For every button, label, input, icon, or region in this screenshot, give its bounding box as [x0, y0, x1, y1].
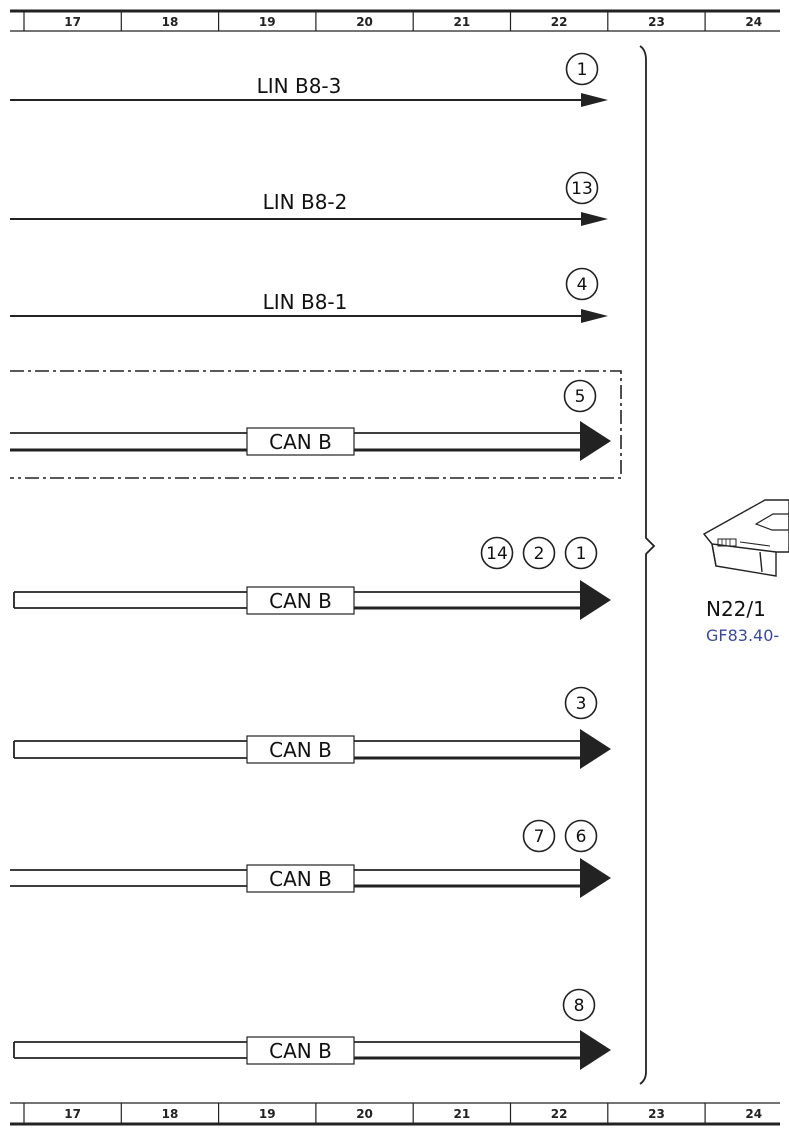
- ruler-number: 23: [648, 15, 665, 29]
- ruler-number: 22: [551, 1107, 568, 1121]
- reference-circle[interactable]: 5: [563, 379, 597, 413]
- reference-circle[interactable]: 6: [564, 819, 598, 853]
- reference-circle[interactable]: 3: [564, 686, 598, 720]
- lin-label: LIN B8-1: [263, 290, 348, 314]
- reference-circle[interactable]: 8: [562, 988, 596, 1022]
- svg-text:8: 8: [574, 996, 585, 1016]
- can-label: CAN B: [269, 1039, 332, 1063]
- can-bus-line[interactable]: CAN B 3: [13, 686, 611, 770]
- can-bus-line[interactable]: CAN B 7 6: [10, 819, 611, 899]
- lin-label: LIN B8-3: [257, 74, 342, 98]
- can-label: CAN B: [269, 738, 332, 762]
- reference-circle[interactable]: 2: [522, 536, 556, 570]
- svg-text:2: 2: [534, 544, 545, 564]
- shield-boundary: [10, 370, 622, 479]
- ruler-number: 21: [453, 1107, 470, 1121]
- ruler-number: 24: [745, 15, 762, 29]
- ruler-number: 22: [551, 15, 568, 29]
- control-unit-icon[interactable]: [702, 499, 789, 577]
- can-bus-line[interactable]: CAN B 8: [13, 988, 611, 1071]
- bottom-ruler: 17 18 19 20 21 22 23 24: [10, 1102, 780, 1126]
- can-label: CAN B: [269, 867, 332, 891]
- ruler-number: 20: [356, 15, 373, 29]
- svg-text:5: 5: [575, 387, 586, 407]
- ruler-number: 19: [259, 1107, 276, 1121]
- reference-circle[interactable]: 1: [564, 536, 598, 570]
- lin-line[interactable]: LIN B8-2 13: [10, 171, 608, 227]
- component-code: N22/1: [706, 597, 766, 621]
- top-ruler: 17 18 19 20 21 22 23 24: [10, 9, 780, 32]
- can-bus-line[interactable]: CAN B 5: [10, 379, 611, 462]
- ruler-number: 20: [356, 1107, 373, 1121]
- reference-circle[interactable]: 7: [522, 819, 556, 853]
- reference-circle[interactable]: 1: [565, 52, 599, 86]
- can-label: CAN B: [269, 589, 332, 613]
- lin-line[interactable]: LIN B8-1 4: [10, 267, 608, 324]
- reference-circle[interactable]: 14: [480, 536, 514, 570]
- svg-text:14: 14: [486, 544, 508, 564]
- svg-text:1: 1: [577, 60, 588, 80]
- reference-circle[interactable]: 13: [565, 171, 599, 205]
- ruler-number: 23: [648, 1107, 665, 1121]
- can-bus-line[interactable]: CAN B 14 2 1: [13, 536, 611, 621]
- component-brace: [639, 45, 656, 1085]
- svg-text:1: 1: [576, 544, 587, 564]
- can-label: CAN B: [269, 430, 332, 454]
- ruler-number: 19: [259, 15, 276, 29]
- ruler-number: 24: [745, 1107, 762, 1121]
- svg-text:13: 13: [571, 179, 593, 199]
- ruler-number: 17: [64, 1107, 81, 1121]
- reference-circle[interactable]: 4: [565, 267, 599, 301]
- svg-text:7: 7: [534, 827, 545, 847]
- ruler-number: 17: [64, 15, 81, 29]
- ruler-number: 21: [453, 15, 470, 29]
- lin-line[interactable]: LIN B8-3 1: [10, 52, 608, 108]
- component-reference-link[interactable]: GF83.40-: [706, 626, 779, 645]
- ruler-number: 18: [162, 15, 179, 29]
- ruler-number: 18: [162, 1107, 179, 1121]
- lin-label: LIN B8-2: [263, 190, 348, 214]
- svg-text:6: 6: [576, 827, 587, 847]
- svg-text:4: 4: [577, 275, 588, 295]
- svg-text:3: 3: [576, 694, 587, 714]
